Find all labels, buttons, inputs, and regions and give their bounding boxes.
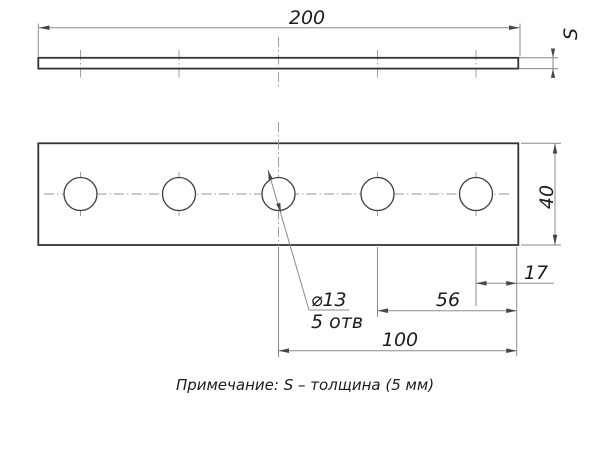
hole-callout-leader-line — [267, 169, 349, 311]
dim-100: 100 — [278, 329, 517, 353]
dim-17: 17 — [476, 262, 554, 286]
dim-200-label: 200 — [289, 7, 325, 29]
hole-callout-arrow-upper — [268, 170, 273, 181]
dim-56-arrow-right — [506, 308, 517, 313]
front-view: 40 17 56 100 — [37, 122, 561, 357]
dim-s-arrow-bottom — [550, 68, 556, 78]
dim-40-arrow-bottom — [552, 234, 558, 245]
hole-callout: ⌀13 5 отв — [267, 169, 363, 333]
dim-100-arrow-left — [278, 348, 289, 353]
dim-200-arrow-left — [39, 25, 50, 30]
hole-count-label: 5 отв — [311, 311, 363, 333]
dim-17-arrow-right — [506, 281, 517, 286]
hole-callout-arrow-lower — [276, 202, 281, 213]
hole-circle-2 — [161, 176, 197, 212]
dim-s-arrow-top — [550, 48, 556, 58]
dim-height-40: 40 — [521, 142, 561, 246]
hole-diameter-label: ⌀13 — [311, 289, 347, 311]
dim-17-label: 17 — [524, 262, 548, 284]
drawing-note: Примечание: S – толщина (5 мм) — [176, 376, 434, 394]
dim-56-label: 56 — [436, 289, 460, 311]
dim-200-arrow-right — [509, 25, 520, 30]
dim-thickness-s: S — [519, 28, 582, 78]
dim-100-arrow-right — [506, 348, 517, 353]
side-view: 200 S — [37, 7, 582, 88]
hole-circle-4 — [360, 176, 395, 212]
dim-40-label: 40 — [536, 185, 558, 209]
hole-circle-5 — [458, 176, 494, 212]
dim-17-arrow-left — [476, 281, 487, 286]
dim-56-arrow-left — [377, 308, 388, 313]
dim-40-arrow-top — [552, 143, 558, 154]
side-view-plate-outline — [37, 56, 520, 70]
dim-56: 56 — [377, 289, 517, 313]
dim-length-200: 200 — [37, 7, 521, 57]
dim-100-label: 100 — [382, 329, 418, 351]
hole-circle-1 — [63, 176, 98, 212]
hole-circle-3 — [261, 176, 296, 212]
dim-s-label: S — [560, 28, 582, 40]
